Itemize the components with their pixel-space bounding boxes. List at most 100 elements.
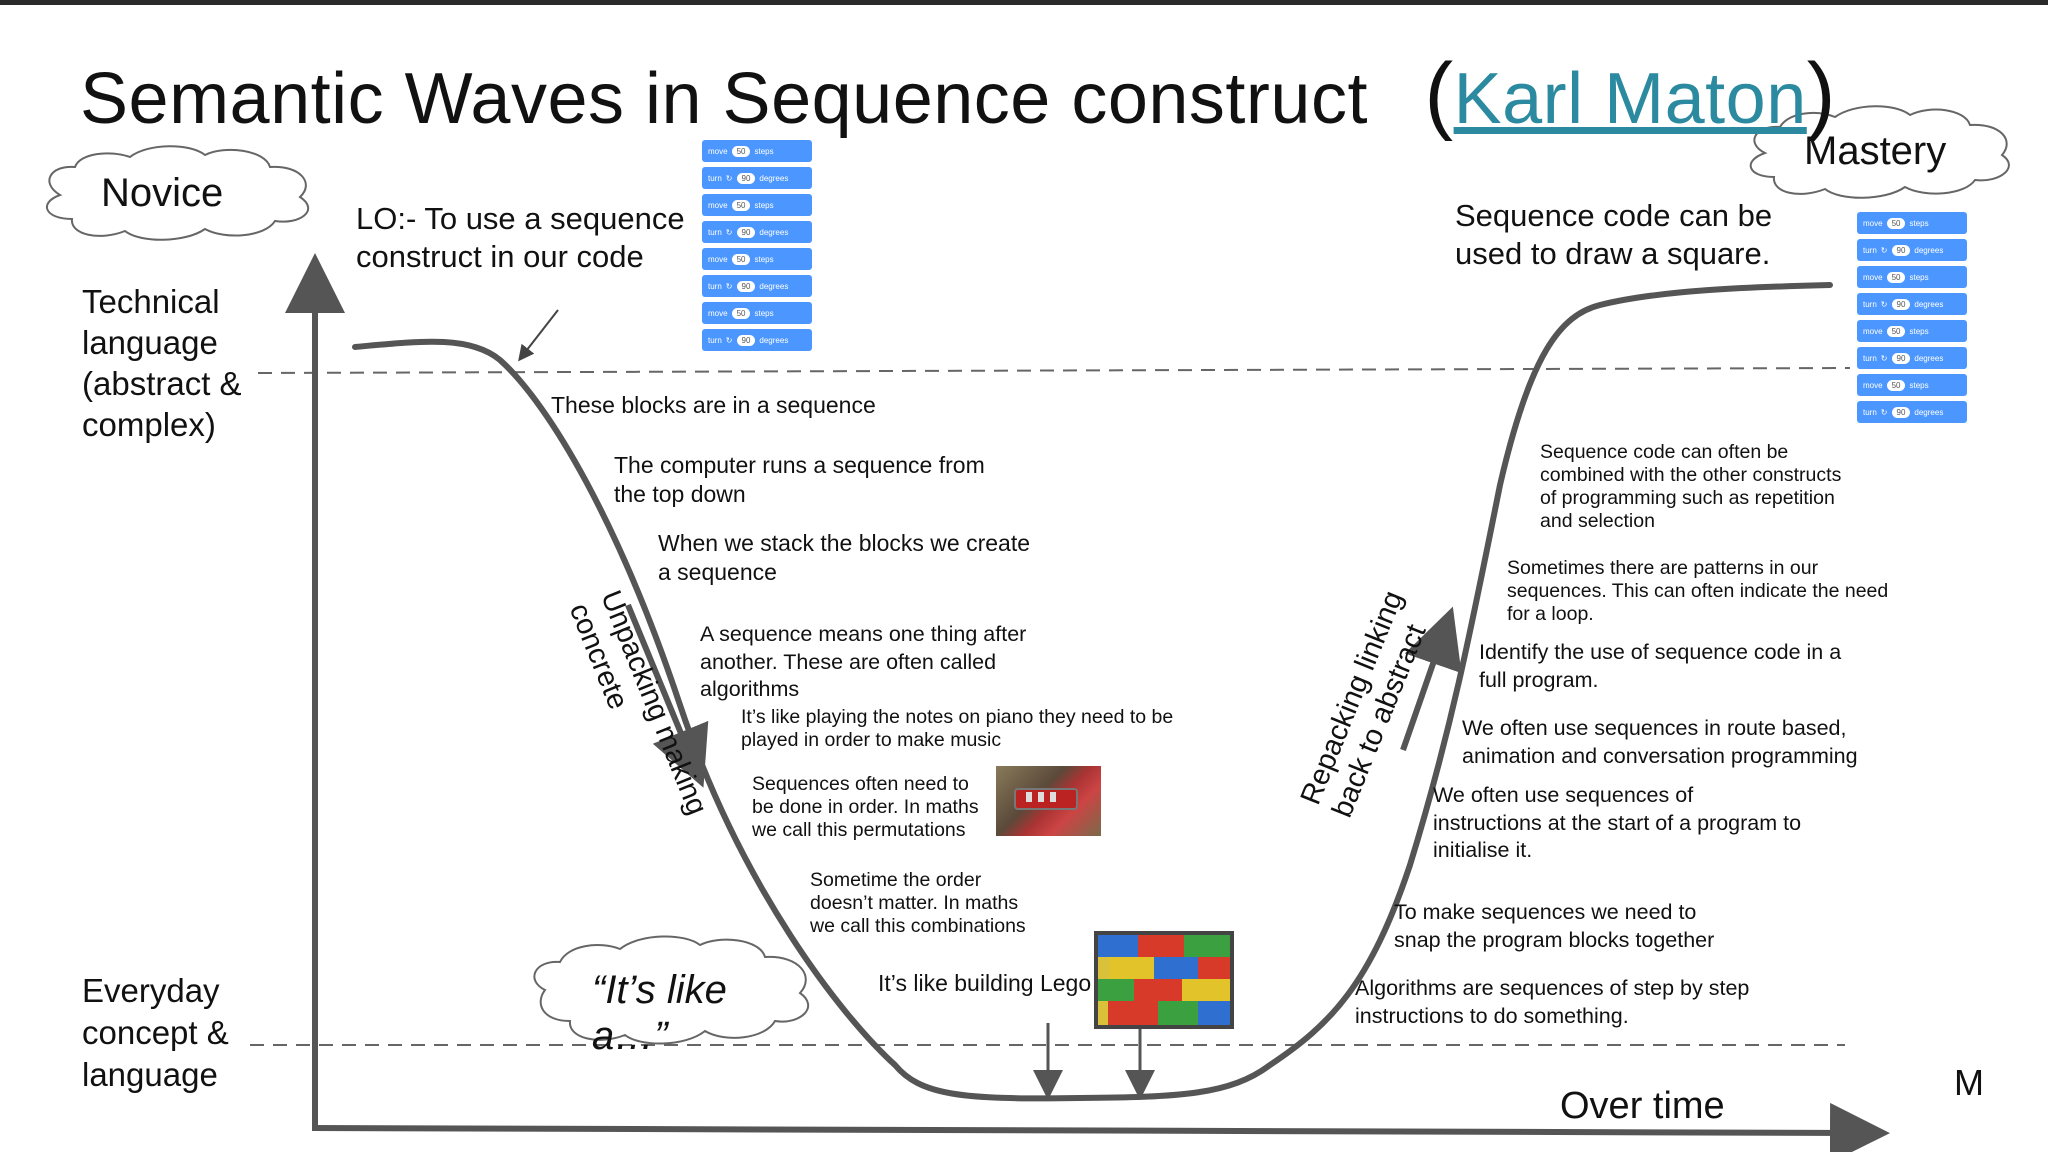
asc-line: snap the program blocks together xyxy=(1394,927,1715,952)
code-block-cmd: turn xyxy=(1863,407,1877,417)
everyday-line: language xyxy=(82,1056,218,1093)
asc-line: Identify the use of sequence code in a xyxy=(1479,640,1842,664)
rotate-icon: ↻ xyxy=(725,227,733,237)
desc-line: be done in order. In maths xyxy=(752,796,979,818)
slide: Semantic Waves in Sequence construct (Ka… xyxy=(0,5,2048,1152)
asc-line: full program. xyxy=(1479,667,1599,692)
technical-line: complex) xyxy=(82,406,216,443)
asc-line: Sometimes there are patterns in our xyxy=(1507,557,1819,579)
desc-line: Sometime the order xyxy=(810,869,982,891)
code-block-value: 50 xyxy=(1886,325,1906,337)
rotate-icon: ↻ xyxy=(1880,299,1888,309)
asc-line: Sequence code can often be xyxy=(1540,441,1789,463)
its-like-line-2: a…” xyxy=(592,1014,668,1058)
desc-line: It’s like building Lego xyxy=(878,970,1092,996)
desc-line: Sequences often need to xyxy=(752,773,969,795)
technical-level-line xyxy=(257,367,1851,374)
code-block-unit: steps xyxy=(754,254,774,264)
technical-line: (abstract & xyxy=(82,365,242,402)
code-block-value: 50 xyxy=(731,145,751,157)
m-label: M xyxy=(1954,1062,1984,1103)
novice-label: Novice xyxy=(101,171,224,215)
title-close-paren: ) xyxy=(1806,46,1836,142)
code-block-unit: steps xyxy=(754,308,774,318)
technical-line: Technical xyxy=(82,283,220,320)
desc-text-6: Sequences often need to be done in order… xyxy=(752,773,979,842)
desc-text-4: A sequence means one thing after another… xyxy=(700,621,1026,704)
desc-line: These blocks are in a sequence xyxy=(551,392,876,418)
technical-language-label: Technical language (abstract & complex) xyxy=(82,281,242,445)
asc-line: animation and conversation programming xyxy=(1462,743,1858,768)
code-block-value: 50 xyxy=(1886,379,1906,391)
repacking-arrow xyxy=(1400,606,1462,751)
novice-cloud-shape xyxy=(46,145,309,241)
mastery-line: Sequence code can be xyxy=(1455,198,1773,233)
asc-line: instructions to do something. xyxy=(1355,1003,1629,1028)
asc-line: We often use sequences of xyxy=(1433,783,1694,807)
code-block-unit: steps xyxy=(754,200,774,210)
desc-text-7: Sometime the order doesn’t matter. In ma… xyxy=(810,869,1026,938)
karl-maton-link[interactable]: Karl Maton xyxy=(1453,59,1807,139)
rotate-icon: ↻ xyxy=(725,173,733,183)
its-like-cloud-shape xyxy=(533,935,809,1045)
desc-line: When we stack the blocks we create xyxy=(658,530,1030,556)
code-block-value: 50 xyxy=(731,199,751,211)
lo-pointer-arrow xyxy=(518,309,559,362)
code-block-value: 90 xyxy=(736,226,756,238)
desc-line: The computer runs a sequence from xyxy=(614,452,985,478)
desc-line: doesn’t matter. In maths xyxy=(810,892,1019,914)
x-axis xyxy=(311,1102,1890,1152)
mastery-label: Mastery xyxy=(1804,129,1947,173)
code-block-unit: degrees xyxy=(1914,353,1944,363)
everyday-language-label: Everyday concept & language xyxy=(82,970,229,1096)
rotate-icon: ↻ xyxy=(1880,353,1888,363)
asc-text-3: Identify the use of sequence code in a f… xyxy=(1479,639,1841,694)
diagram-canvas xyxy=(46,105,2010,1152)
mastery-line: used to draw a square. xyxy=(1455,236,1771,271)
code-block-cmd: turn xyxy=(1863,299,1877,309)
code-block-value: 90 xyxy=(1891,406,1911,418)
code-block-value: 50 xyxy=(1886,271,1906,283)
desc-line: we call this combinations xyxy=(810,915,1026,937)
code-block-value: 90 xyxy=(1891,298,1911,310)
desc-text-1: These blocks are in a sequence xyxy=(551,391,876,420)
asc-line: To make sequences we need to xyxy=(1394,900,1697,924)
desc-text-2: The computer runs a sequence from the to… xyxy=(614,451,985,509)
code-block-value: 50 xyxy=(731,307,751,319)
rotate-icon: ↻ xyxy=(725,335,733,345)
desc-line: It’s like playing the notes on piano the… xyxy=(741,706,1174,728)
mastery-cloud-shape xyxy=(1749,105,2010,199)
asc-line: sequences. This can often indicate the n… xyxy=(1507,580,1889,602)
code-block-unit: steps xyxy=(1909,272,1929,282)
code-block-cmd: turn xyxy=(708,281,722,291)
code-block-unit: degrees xyxy=(1914,245,1944,255)
asc-line: We often use sequences in route based, xyxy=(1462,716,1847,740)
code-block-cmd: turn xyxy=(708,335,722,345)
desc-line: the top down xyxy=(614,481,746,507)
desc-line: another. These are often called xyxy=(700,649,997,674)
code-block-cmd: move xyxy=(708,308,728,318)
rotate-icon: ↻ xyxy=(1880,245,1888,255)
asc-line: Algorithms are sequences of step by step xyxy=(1355,976,1750,1000)
code-block-value: 50 xyxy=(1886,217,1906,229)
asc-text-1: Sequence code can often be combined with… xyxy=(1540,441,1841,533)
code-block-unit: steps xyxy=(1909,326,1929,336)
desc-text-3: When we stack the blocks we create a seq… xyxy=(658,529,1030,587)
technical-line: language xyxy=(82,324,218,361)
semantic-wave-curve xyxy=(352,282,1833,1102)
mastery-statement: Sequence code can be used to draw a squa… xyxy=(1455,197,1772,273)
asc-line: of programming such as repetition xyxy=(1540,487,1835,509)
everyday-line: concept & xyxy=(82,1014,229,1051)
desc-line: we call this permutations xyxy=(752,819,966,841)
code-block-cmd: turn xyxy=(708,227,722,237)
